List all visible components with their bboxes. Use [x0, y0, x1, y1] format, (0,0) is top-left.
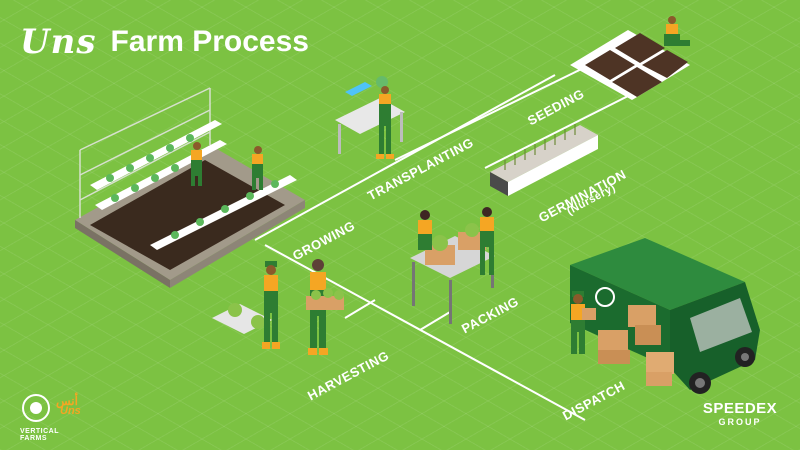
transplanting-station	[335, 76, 405, 159]
germination-bench	[490, 124, 598, 196]
worker-packing-1	[418, 210, 432, 250]
flow-line-seeding	[394, 59, 601, 161]
flow-tick-packing	[419, 311, 451, 331]
worker-growing-2	[252, 146, 263, 190]
flow-line-germination	[484, 89, 641, 169]
logo-subtitle: VERTICAL FARMS	[20, 428, 59, 442]
delivery-van	[570, 238, 760, 394]
seeding-trays	[570, 16, 690, 100]
worker-transplanting	[376, 86, 394, 159]
packing-table	[410, 207, 495, 324]
logo-arabic-text: أنس	[56, 394, 78, 408]
worker-seeding	[664, 16, 690, 46]
speedex-group-logo: SPEEDEX GROUP	[690, 400, 790, 427]
logo-brand-text: Uns	[60, 405, 81, 417]
growing-room	[75, 87, 305, 288]
uns-logo-emblem	[22, 394, 50, 422]
uns-vertical-farms-logo: أنس Uns VERTICAL FARMS	[18, 392, 88, 442]
harvesting-scene	[212, 259, 344, 355]
title-text: Farm Process	[110, 25, 309, 58]
speedex-subtitle: GROUP	[718, 417, 762, 427]
worker-packing-2	[480, 207, 494, 275]
worker-harvesting-1	[262, 261, 280, 349]
worker-growing-1	[191, 142, 202, 186]
title-brand-logo: Uns	[20, 22, 97, 62]
flow-tick-harvest	[344, 299, 376, 319]
page-title: Uns Farm Process	[20, 22, 309, 62]
speedex-name: SPEEDEX	[702, 400, 778, 417]
worker-dispatch	[571, 291, 596, 354]
worker-harvesting-2	[306, 259, 344, 355]
flow-line-upper	[254, 74, 556, 241]
